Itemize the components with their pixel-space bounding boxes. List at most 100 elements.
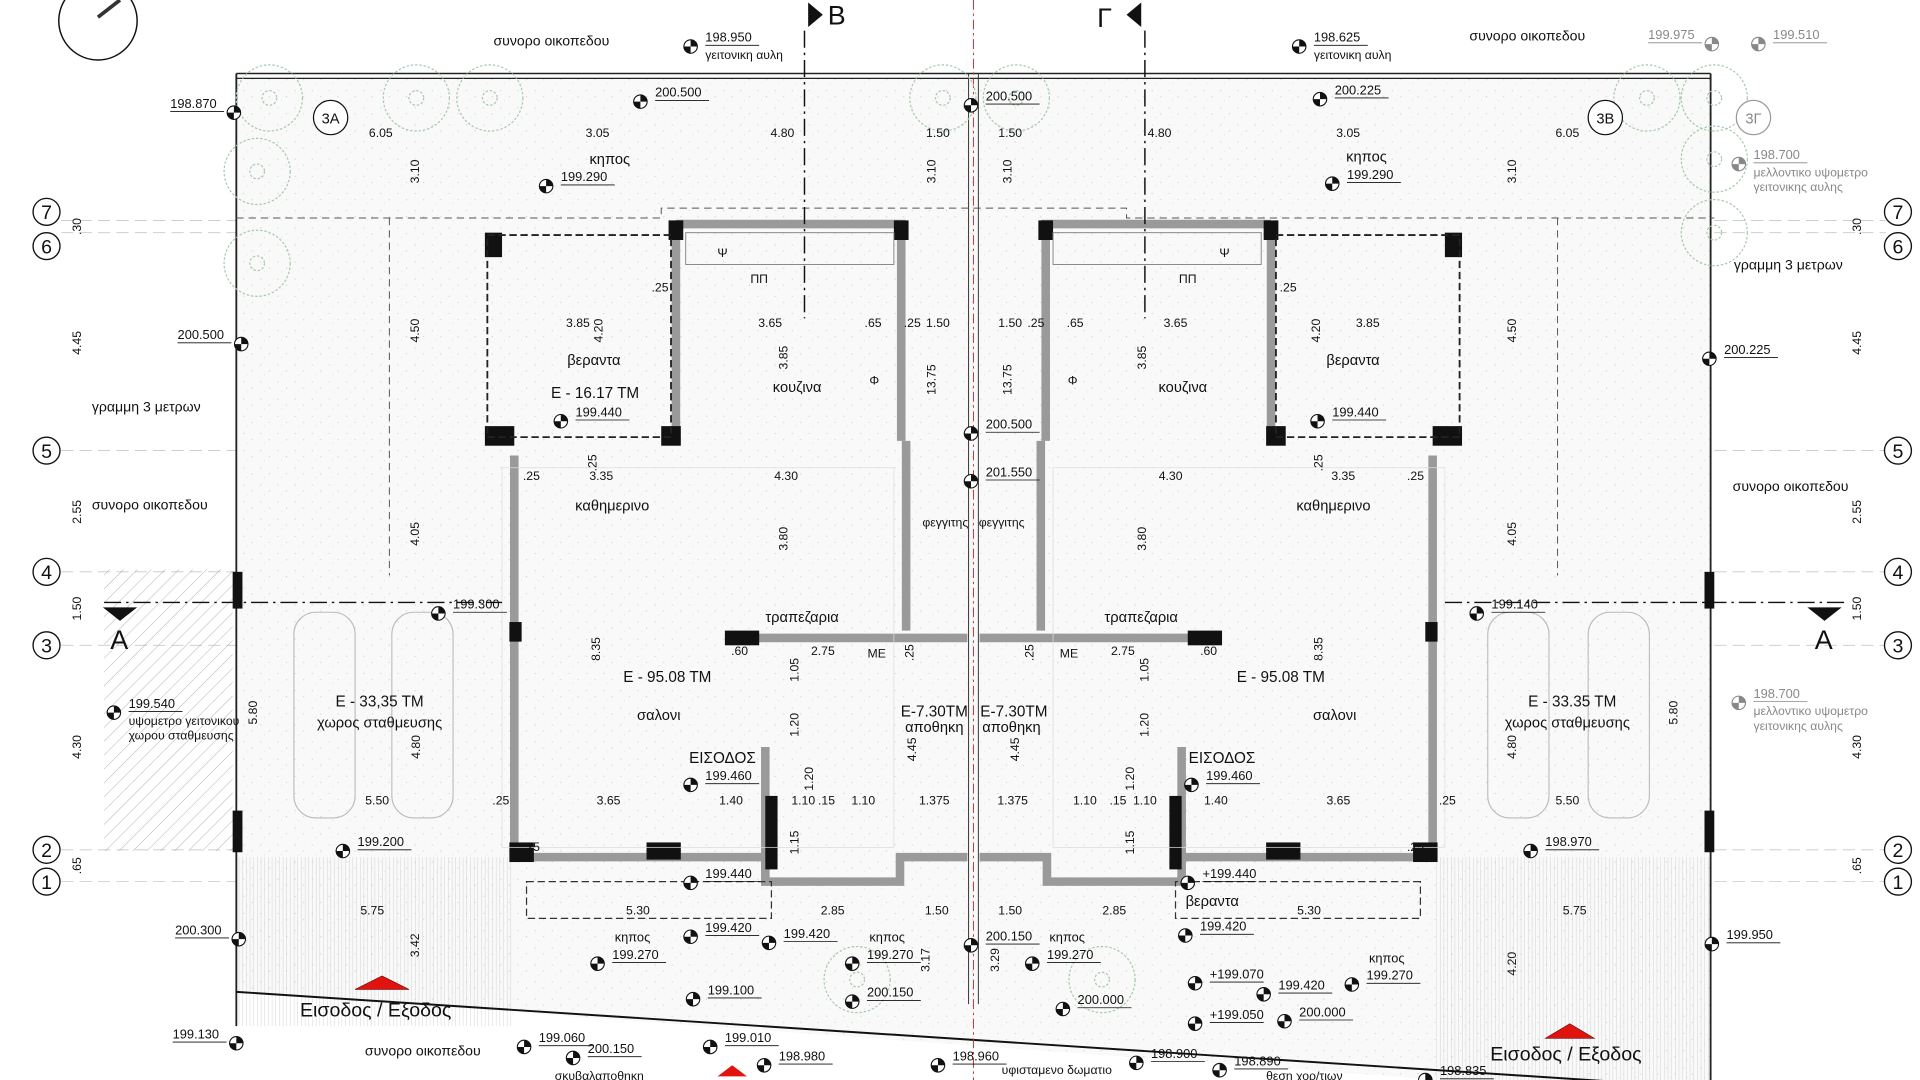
wc-label: ΜΕ xyxy=(868,647,886,661)
elevation-value: +199.440 xyxy=(1202,866,1256,881)
veranda-label: βεραντα xyxy=(1326,353,1380,369)
storage-area-label: Ε-7.30ΤΜ xyxy=(901,703,968,720)
dimension-label: 1.50 xyxy=(926,126,950,140)
elevation-value: 199.200 xyxy=(358,834,404,849)
elevation-marker: 199.130 xyxy=(173,1026,244,1051)
elevation-marker: 198.835 xyxy=(1418,1063,1494,1080)
elevation-value: 199.510 xyxy=(1773,27,1819,42)
dimension-label: 3.05 xyxy=(586,126,610,140)
dimension-label: .25 xyxy=(523,469,540,483)
living-room-label: σαλονι xyxy=(637,708,680,724)
elevation-value: 198.700 xyxy=(1753,147,1799,162)
grid-axis-bubble: 1 xyxy=(32,867,61,896)
grid-axis-label: 7 xyxy=(1893,202,1904,224)
dimension-label: 1.20 xyxy=(787,713,801,737)
svg-text:3Α: 3Α xyxy=(322,112,340,128)
dimension-label: 5.75 xyxy=(360,904,384,918)
dimension-label: 5.50 xyxy=(1555,793,1579,807)
elevation-value: 199.420 xyxy=(1278,977,1324,992)
elevation-marker: 199.460 xyxy=(683,768,760,793)
wc-label: ΜΕ xyxy=(1060,647,1078,661)
grid-axis-bubble: 7 xyxy=(1883,197,1913,226)
elevation-value: 199.100 xyxy=(708,982,754,997)
elevation-value: 198.700 xyxy=(1753,686,1799,701)
dimension-label: 3.35 xyxy=(589,469,613,483)
elevation-value: 199.270 xyxy=(612,947,658,962)
dimension-label: 8.35 xyxy=(1311,637,1325,661)
dimension-label: 1.50 xyxy=(70,596,84,620)
entrance-marker-icon xyxy=(717,1065,747,1077)
dimension-label: .25 xyxy=(1311,454,1325,471)
parking-label: χωρος σταθμευσης xyxy=(317,715,442,731)
dimension-label: .65 xyxy=(1850,857,1864,874)
dimension-label: 3.05 xyxy=(1336,126,1360,140)
kitchen-label: κουζινα xyxy=(1159,380,1208,396)
dimension-label: 2.85 xyxy=(821,904,845,918)
tree-icon xyxy=(982,64,1050,132)
elevation-marker: 200.150 xyxy=(963,928,1040,953)
dimension-label: 2.75 xyxy=(811,644,835,658)
dimension-label: 5.80 xyxy=(246,701,260,725)
elevation-note: κηπος xyxy=(1049,930,1085,945)
plot-boundary-label: συνορο οικοπεδου xyxy=(493,32,609,48)
elevation-value: 199.420 xyxy=(1200,919,1246,934)
elevation-marker: 200.000 xyxy=(1055,992,1132,1017)
plot-boundary-label: συνορο οικοπεδου xyxy=(1733,478,1849,494)
car-icon xyxy=(1587,611,1650,819)
dimension-label: 3.10 xyxy=(1000,159,1014,183)
dimension-label: 6.05 xyxy=(369,126,393,140)
house-right xyxy=(979,219,1715,919)
dimension-label: 2.85 xyxy=(1102,904,1126,918)
dimension-label: 4.05 xyxy=(1505,522,1519,546)
tree-icon xyxy=(909,64,977,132)
dimension-label: .15 xyxy=(818,793,835,807)
elevation-note: μελλοντικο υψομετρο xyxy=(1753,704,1868,718)
skylight-label: φεγγιτης xyxy=(979,516,1025,530)
dining-label: τραπεζαρια xyxy=(765,610,839,626)
elevation-value: 200.150 xyxy=(867,985,913,1000)
elevation-value: 199.270 xyxy=(867,947,913,962)
elevation-marker: 199.060 xyxy=(516,1030,593,1055)
dimension-label: 5.30 xyxy=(626,904,650,918)
dimension-label: .25 xyxy=(492,793,509,807)
elevation-marker: 199.300 xyxy=(431,597,507,621)
veranda-area-label: Ε - 16.17 ΤΜ xyxy=(551,385,639,402)
elevation-note: γειτονικη αυλη xyxy=(705,48,783,62)
grid-axis-bubble: 2 xyxy=(32,835,61,864)
zone-3a: 3Α xyxy=(312,99,349,136)
parking-label: χωρος σταθμευσης xyxy=(1505,715,1630,731)
elevation-value: 198.970 xyxy=(1545,834,1591,849)
dimension-label: 4.45 xyxy=(905,737,919,761)
dimension-label: 2.75 xyxy=(1111,644,1135,658)
elevation-note: γειτονικη αυλη xyxy=(1314,48,1392,62)
elevation-marker: 200.225 xyxy=(1312,82,1389,107)
elevation-note: κηπος xyxy=(615,930,651,945)
grid-axis-label: 4 xyxy=(41,562,52,584)
elevation-marker: 199.290 xyxy=(1324,167,1401,191)
elevation-marker: 199.950 xyxy=(1704,927,1781,952)
dimension-label: 4.80 xyxy=(771,126,795,140)
dimension-label: 8.35 xyxy=(589,637,603,661)
parking-strip-right xyxy=(1436,857,1711,1080)
dimension-label: 3.65 xyxy=(597,793,621,807)
grid-axis-label: 5 xyxy=(41,441,52,463)
grid-axis-label: 7 xyxy=(41,202,52,224)
dimension-label: .25 xyxy=(1027,316,1044,330)
dimension-label: .15 xyxy=(1109,793,1126,807)
grid-axis-label: 5 xyxy=(1893,441,1904,463)
elevation-marker: 199.420 xyxy=(761,926,838,951)
elevation-marker: 200.500 xyxy=(963,417,1040,441)
dimension-label: 1.50 xyxy=(1850,596,1864,620)
house-left xyxy=(232,219,968,919)
elevation-value: 199.460 xyxy=(705,768,751,783)
dimension-label: 5.75 xyxy=(1563,904,1587,918)
dimension-label: 1.50 xyxy=(998,904,1022,918)
setback-line-label: γραμμη 3 μετρων xyxy=(1734,256,1843,272)
elevation-value: 198.960 xyxy=(953,1048,999,1063)
bottom-note: σκυβαλαποθηκη xyxy=(555,1069,644,1080)
